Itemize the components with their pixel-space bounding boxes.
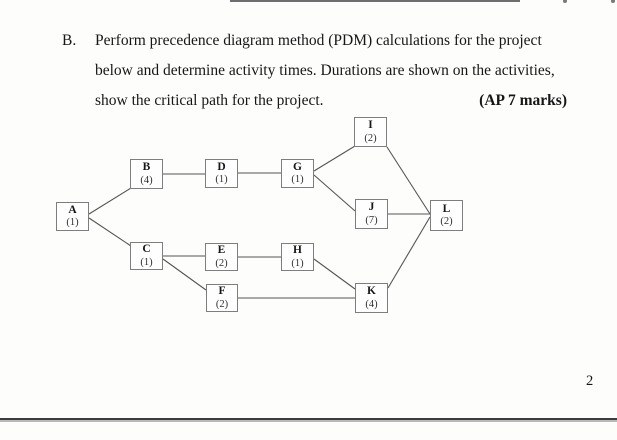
activity-label-B: B [142, 161, 151, 174]
question-line-2: below and determine activity times. Dura… [95, 62, 555, 79]
activity-label-L: L [442, 202, 451, 215]
activity-label-E: E [217, 244, 226, 257]
cut-off-paren-left-remnant [563, 0, 567, 3]
bottom-rule [0, 418, 617, 420]
activity-duration-F: (2) [215, 298, 229, 310]
activity-label-I: I [368, 119, 373, 132]
activity-label-A: A [68, 203, 77, 216]
marks-label: (AP 7 marks) [479, 92, 567, 109]
edge-G-I [313, 145, 356, 172]
activity-node-F: F(2) [206, 284, 238, 312]
cut-off-text-remnant [230, 0, 520, 2]
question-line-3-text: show the critical path for the project. [95, 92, 324, 109]
activity-duration-D: (1) [215, 174, 228, 186]
activity-label-K: K [367, 285, 376, 298]
edge-C-F [162, 258, 207, 291]
activity-node-I: I(2) [354, 117, 387, 147]
page-number: 2 [586, 373, 594, 389]
activity-label-H: H [293, 244, 302, 257]
question-line-1: Perform precedence diagram method (PDM) … [95, 32, 542, 49]
activity-node-D: D(1) [205, 159, 238, 188]
activity-duration-K: (4) [365, 298, 378, 310]
activity-node-B: B(4) [130, 159, 163, 189]
cut-off-paren-right-remnant [611, 0, 615, 3]
activity-node-E: E(2) [205, 243, 238, 271]
activity-duration-L: (2) [440, 216, 453, 228]
activity-duration-J: (7) [365, 214, 378, 226]
edge-K-L [387, 216, 431, 289]
edge-G-J [313, 174, 356, 212]
activity-label-F: F [218, 285, 226, 298]
activity-label-D: D [217, 160, 226, 173]
activity-node-J: J(7) [355, 199, 388, 229]
edge-A-C [88, 217, 132, 247]
activity-node-G: G(1) [281, 159, 314, 188]
activity-node-H: H(1) [281, 243, 314, 271]
activity-label-C: C [142, 243, 151, 256]
question-line-3: show the critical path for the project. … [95, 86, 568, 116]
edge-A-B [88, 187, 132, 215]
activity-node-A: A(1) [56, 202, 89, 231]
edge-H-K [313, 258, 356, 290]
activity-duration-A: (1) [66, 217, 79, 229]
activity-duration-E: (2) [215, 257, 228, 269]
activity-label-G: G [293, 160, 302, 173]
activity-duration-C: (1) [140, 256, 153, 268]
activity-node-K: K(4) [355, 283, 388, 313]
activity-node-C: C(1) [130, 242, 163, 270]
activity-node-L: L(2) [430, 200, 463, 231]
activity-duration-G: (1) [291, 174, 304, 186]
edge-I-L [386, 146, 431, 215]
activity-duration-B: (4) [140, 174, 153, 186]
question-text-block: Perform precedence diagram method (PDM) … [95, 26, 568, 116]
question-label: B. [62, 32, 77, 49]
activity-duration-I: (2) [364, 132, 377, 144]
activity-label-J: J [368, 201, 375, 214]
activity-duration-H: (1) [291, 257, 304, 269]
